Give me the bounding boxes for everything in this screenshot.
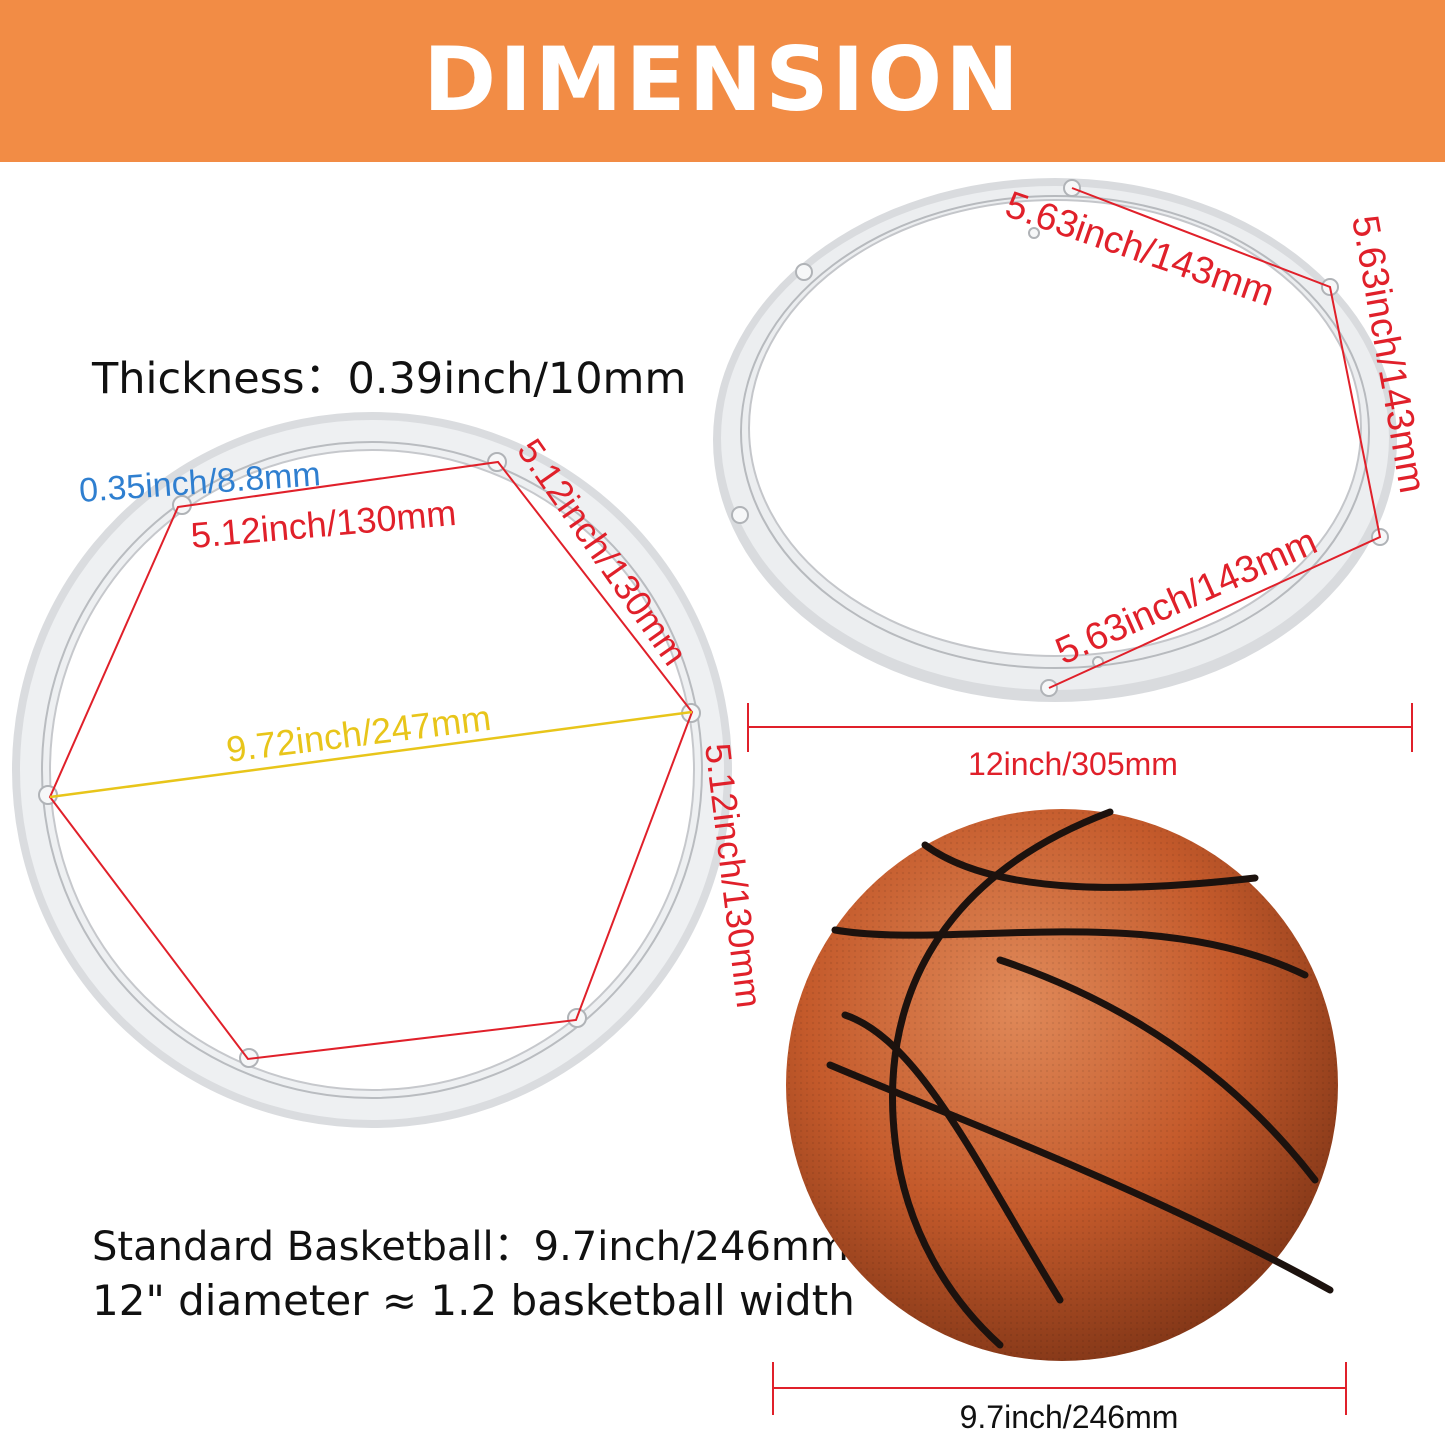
outer-diameter-label: 12inch/305mm [968,746,1178,782]
basketball-width-label: 9.7inch/246mm [960,1399,1179,1435]
right-hexagon-outline [1048,187,1382,689]
basketball-width-dimension [772,1362,1347,1415]
left-turntable-ring [12,412,732,1128]
page-title: DIMENSION [423,28,1022,131]
title-banner: DIMENSION [0,0,1445,162]
left-diagonal-line [49,710,693,799]
thickness-spec: Thickness：0.39inch/10mm [92,354,687,404]
right-turntable-ring [713,178,1397,702]
basketball-spec: Standard Basketball：9.7inch/246mm [92,1224,849,1270]
diameter-comparison: 12" diameter ≈ 1.2 basketball width [92,1276,855,1325]
outer-diameter-dimension [747,703,1413,752]
basketball-image [786,808,1338,1361]
